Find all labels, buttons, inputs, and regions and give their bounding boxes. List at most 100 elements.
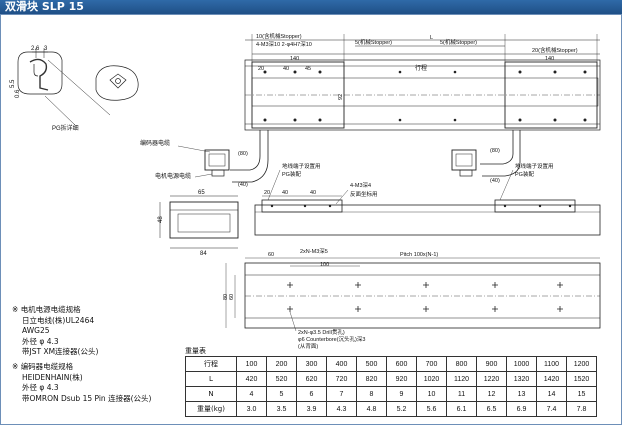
table-cell: 920	[386, 371, 417, 387]
dim-140-right: 140	[545, 56, 554, 62]
table-cell: 6.5	[476, 401, 507, 417]
table-cell: 3.0	[236, 401, 267, 417]
end-dim-65: 65	[198, 190, 205, 196]
dim-3: 3	[44, 46, 48, 52]
table-cell: 6	[296, 386, 327, 402]
motor-cable-label: 电机电源电缆	[155, 172, 191, 180]
table-cell: 1200	[566, 356, 597, 372]
table-cell: 3.5	[266, 401, 297, 417]
table-cell: 5.2	[386, 401, 417, 417]
encoder-note-title: ※ 编码器电缆规格	[12, 361, 74, 371]
stroke-label: 行程	[415, 64, 427, 72]
bottom-pitch: Pitch 100x(N-1)	[400, 252, 438, 258]
table-cell: 600	[386, 356, 417, 372]
table-cell: 500	[356, 356, 387, 372]
table-cell: 9	[386, 386, 417, 402]
side-dim-20: 20	[264, 190, 270, 196]
table-cell: 6.1	[446, 401, 477, 417]
table-cell: 820	[356, 371, 387, 387]
cross-section-detail: 2.6 3 5.5 0.6 PG拆详细	[10, 46, 139, 132]
table-cell: 1100	[536, 356, 567, 372]
side-dim-40b: 40	[310, 190, 316, 196]
dim-L: L	[430, 35, 433, 41]
top-view: 10(含机械Stopper) 4-M3深10 2-φ4H7深10 20 40 4…	[244, 32, 601, 131]
dim-0-6: 0.6	[15, 89, 21, 98]
encoder-cable-label: 编码器电缆	[140, 139, 170, 147]
cable-dim-40: (40)	[238, 182, 248, 188]
side-right-note-1: 地线端子设置用	[515, 162, 554, 170]
table-cell: 11	[446, 386, 477, 402]
cable-notes: ※ 电机电源电缆规格 日立电线(株)UL2464 AWG25 外径 φ 4.3 …	[12, 305, 151, 404]
table-row-header: 行程	[185, 356, 237, 372]
table-cell: 10	[416, 386, 447, 402]
bottom-dim-60v: 60	[229, 294, 235, 300]
table-cell: 7	[326, 386, 357, 402]
table-cell: 200	[266, 356, 297, 372]
end-dim-84: 84	[200, 251, 207, 257]
dim-5-5: 5.5	[10, 79, 16, 88]
table-cell: 4	[236, 386, 267, 402]
table-cell: 100	[236, 356, 267, 372]
stopper-right-2: 20(含机械Stopper)	[532, 46, 578, 54]
bottom-holes-2: φ6 Counterbore(沉头孔)深3	[298, 335, 365, 343]
table-cell: 6.9	[506, 401, 537, 417]
table-cell: 1020	[416, 371, 447, 387]
table-cell: 620	[296, 371, 327, 387]
page-title: 双滑块 SLP 15	[0, 0, 622, 14]
table-cell: 400	[326, 356, 357, 372]
side-right-note-2: PG装配	[515, 170, 534, 178]
table-cell: 800	[446, 356, 477, 372]
motor-note-3: 外径 φ 4.3	[22, 336, 59, 346]
table-cell: 1420	[536, 371, 567, 387]
table-cell: 15	[566, 386, 597, 402]
encoder-note-2: 外径 φ 4.3	[22, 383, 59, 393]
dim-140-left: 140	[290, 56, 299, 62]
bottom-holes-1: 2xN-φ3.5 Drill贯孔)	[298, 328, 345, 336]
table-cell: 14	[536, 386, 567, 402]
table-cell: 7.4	[536, 401, 567, 417]
cable-group: 编码器电缆 电机电源电缆 (80) (40) (80) (40)	[140, 130, 521, 188]
motor-note-title: ※ 电机电源电缆规格	[12, 305, 81, 314]
table-row-header: 重量(kg)	[185, 401, 237, 417]
bottom-holes-top: 2xN-M3深5	[300, 247, 328, 255]
dim-2-6: 2.6	[31, 46, 40, 52]
bottom-dim-100: 100	[320, 262, 329, 268]
bottom-dim-80: 80	[223, 294, 229, 300]
table-row-header: L	[185, 371, 237, 387]
motor-note-1: 日立电线(株)UL2464	[22, 315, 95, 325]
bottom-holes-3: (从背面)	[298, 342, 318, 350]
dim-45: 45	[305, 66, 311, 72]
encoder-note-1: HEIDENHAIN(株)	[22, 372, 83, 382]
dim-92: 92	[338, 94, 344, 100]
table-cell: 4.3	[326, 401, 357, 417]
table-cell: 720	[326, 371, 357, 387]
encoder-note-3: 带OMRON Dsub 15 Pin 连接器(公头)	[22, 393, 152, 403]
motor-note-4: 带JST XM连接器(公头)	[22, 347, 99, 357]
cable-dim-80: (80)	[238, 151, 248, 157]
callout-stopper-left: 10(含机械Stopper)	[256, 32, 302, 40]
stopper-right: 5(机械Stopper)	[440, 38, 477, 46]
table-cell: 4.8	[356, 401, 387, 417]
bottom-dim-60: 60	[268, 252, 274, 258]
side-left-note-2: PG装配	[282, 170, 301, 178]
dim-40: 40	[283, 66, 289, 72]
side-dim-40a: 40	[282, 190, 288, 196]
bottom-view: 60 100 2xN-M3深5 Pitch 100x(N-1) 60 80 2x…	[223, 247, 601, 350]
table-cell: 13	[506, 386, 537, 402]
table-cell: 900	[476, 356, 507, 372]
motor-note-2: AWG25	[22, 326, 50, 336]
table-cell: 7.8	[566, 401, 597, 417]
callout-holes: 4-M3深10 2-φ4H7深10	[256, 40, 312, 48]
table-cell: 300	[296, 356, 327, 372]
end-dim-48: 48	[158, 216, 164, 223]
cross-section-label: PG拆详细	[52, 124, 79, 132]
table-row-header: N	[185, 386, 237, 402]
table-cell: 8	[356, 386, 387, 402]
table-cell: 1000	[506, 356, 537, 372]
